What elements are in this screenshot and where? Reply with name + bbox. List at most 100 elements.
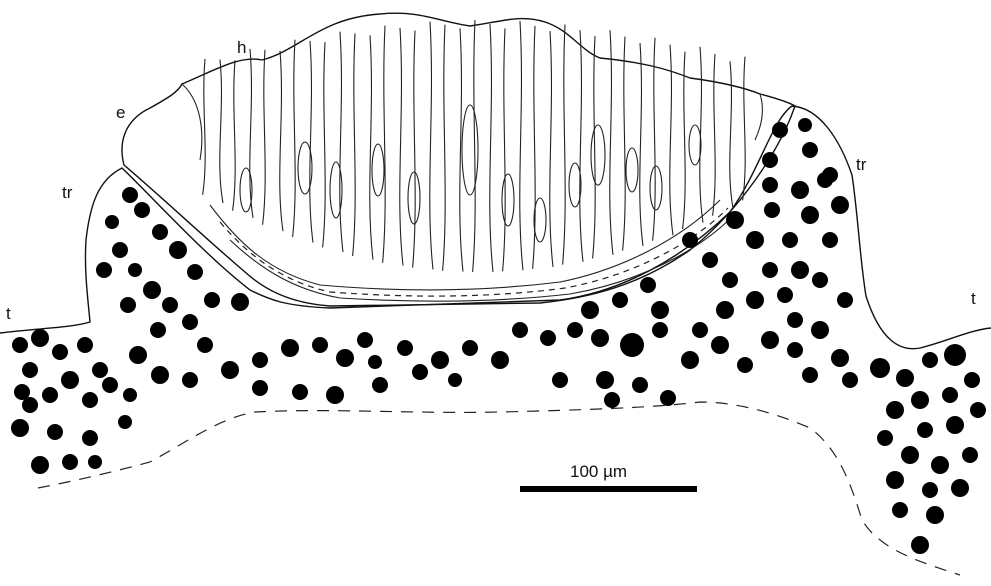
striation-line [430,22,433,270]
striation-line [653,38,656,241]
nucleus-dot [150,322,166,338]
nucleus-dot [204,292,220,308]
scale-bar-line [520,486,697,492]
nucleus-dot [651,301,669,319]
striation-line [250,49,253,218]
striation-line [580,30,583,262]
nucleus-dot [944,344,966,366]
nucleus-dot [942,387,958,403]
nucleus-dot [591,329,609,347]
nucleus-dot [737,357,753,373]
nucleus-dot [831,196,849,214]
epidermis-inner-line-right [755,94,762,140]
nucleus-dot [762,262,778,278]
nucleus-dot [128,263,142,277]
nucleus-dot [88,455,102,469]
nucleus-dot [292,384,308,400]
nucleus-dot [791,261,809,279]
nucleus-dot [96,262,112,278]
nucleus-dot [105,215,119,229]
nucleus-dot [12,337,28,353]
nucleus-dot [151,366,169,384]
nucleus-dot [312,337,328,353]
nucleus-dot [448,373,462,387]
label-h: h [237,38,246,57]
nucleus-dot [42,387,58,403]
scale-bar: 100 µm [520,462,697,492]
nucleus-dot [231,293,249,311]
nucleus-dot [917,422,933,438]
nucleus-dot [681,351,699,369]
nucleus-dot [182,372,198,388]
striation-line [610,30,613,255]
nucleus-dot [870,358,890,378]
nucleus-dot [877,430,893,446]
nucleus-dot [152,224,168,240]
nucleus-dot [252,352,268,368]
nucleus-dot [640,277,656,293]
nucleus-dot [61,371,79,389]
nucleus-dot [567,322,583,338]
striation-line [623,37,626,251]
nucleus-dot [512,322,528,338]
striation-line [203,59,206,195]
nucleus-dot [552,372,568,388]
striation-line [263,50,266,225]
nucleus-dot [716,301,734,319]
striation-line [593,36,596,258]
striations [203,20,746,272]
epidermis-inner-line [182,84,202,160]
epidermal-cap-outline [122,13,795,306]
nucleus-dot [892,502,908,518]
striation-line [713,54,716,216]
striation-line [413,31,416,268]
nucleus-dot [281,339,299,357]
nucleus-dot [182,314,198,330]
nucleus-dot [82,430,98,446]
nucleus-dot [962,447,978,463]
nucleus-dot [336,349,354,367]
striation-line [683,52,686,229]
nucleus-dot [711,336,729,354]
striation-line [340,32,343,252]
nucleus-dot [772,122,788,138]
nucleus-dot [197,337,213,353]
elongated-cell [569,163,581,207]
nucleus-dot [652,322,668,338]
striation-line [370,35,373,259]
label-tr-left: tr [62,183,73,202]
nucleus-dot [726,211,744,229]
striation-line [293,40,296,237]
elongated-cell [408,172,420,224]
nucleus-dot [581,301,599,319]
nucleus-dot [896,369,914,387]
nucleus-dot [604,392,620,408]
nucleus-dot [252,380,268,396]
nuclei-dots [11,118,986,554]
nucleus-dot [221,361,239,379]
elongated-cell [689,125,701,165]
striation-line [310,41,313,243]
nucleus-dot [842,372,858,388]
nucleus-dot [762,152,778,168]
nucleus-dot [762,177,778,193]
nucleus-dot [812,272,828,288]
nucleus-dot [886,471,904,489]
nucleus-dot [412,364,428,380]
nucleus-dot [122,187,138,203]
striation-line [550,31,553,267]
nucleus-dot [102,377,118,393]
label-t-left: t [6,304,11,323]
nucleus-dot [951,479,969,497]
nucleus-dot [722,272,738,288]
nucleus-dot [746,231,764,249]
elongated-cell [502,174,514,226]
nucleus-dot [764,202,780,218]
nucleus-dot [187,264,203,280]
nucleus-dot [357,332,373,348]
nucleus-dot [926,506,944,524]
nucleus-dot [620,333,644,357]
tissue-lower-boundary [38,402,960,575]
striation-line [323,42,326,247]
nucleus-dot [682,232,698,248]
